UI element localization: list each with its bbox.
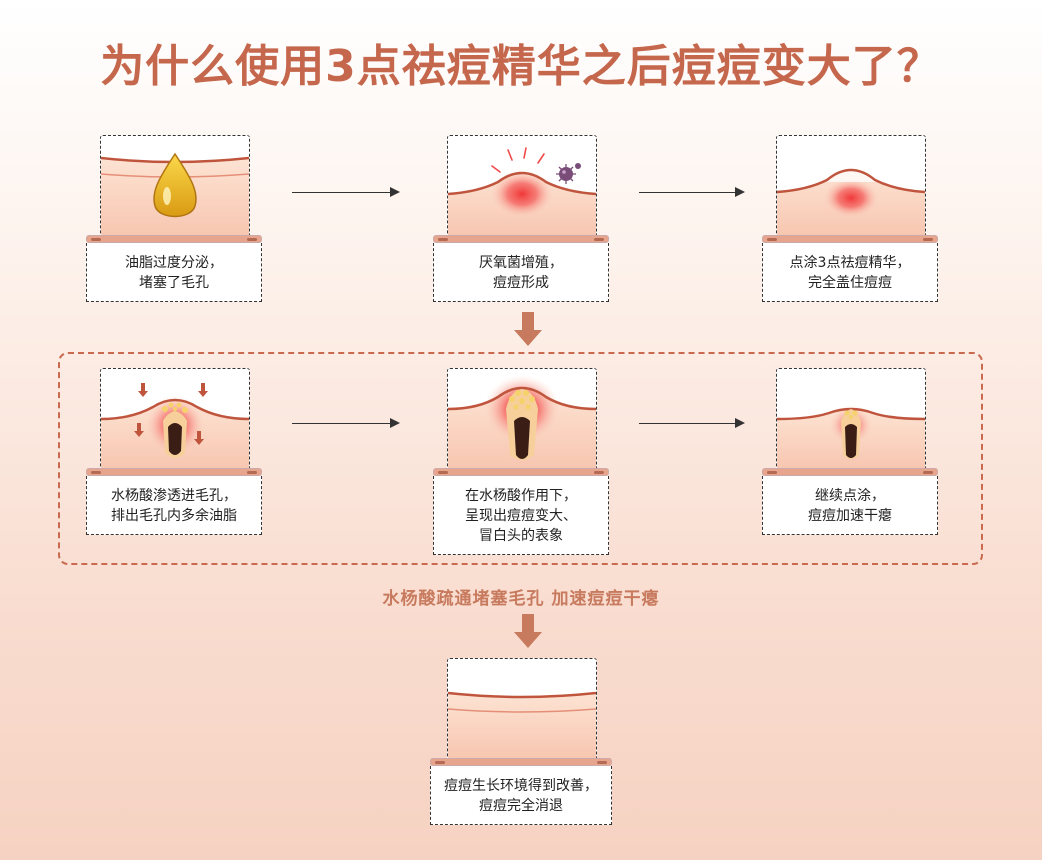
card-shelf bbox=[86, 235, 262, 243]
caption-line: 痘痘生长环境得到改善， bbox=[444, 778, 598, 794]
process-subtitle: 水杨酸疏通堵塞毛孔 加速痘痘干瘪 bbox=[382, 589, 660, 609]
caption-line: 排出毛孔内多余油脂 bbox=[111, 508, 237, 524]
flow-arrow-right bbox=[292, 187, 400, 197]
caption-line: 堵塞了毛孔 bbox=[139, 275, 209, 291]
card-shelf bbox=[762, 235, 938, 243]
down-arrow bbox=[514, 614, 542, 650]
caption-line: 厌氧菌增殖， bbox=[479, 255, 563, 271]
step-caption: 厌氧菌增殖， 痘痘形成 bbox=[433, 243, 609, 302]
drying-pimple-illustration bbox=[776, 368, 926, 470]
caption-line: 呈现出痘痘变大、 bbox=[465, 508, 577, 524]
oil-drop-illustration bbox=[100, 135, 250, 237]
caption-line: 冒白头的表象 bbox=[479, 528, 563, 544]
page-title: 为什么使用3点祛痘精华之后痘痘变大了？ bbox=[100, 41, 942, 92]
whitehead-illustration bbox=[447, 368, 597, 470]
flow-arrow-right bbox=[639, 418, 745, 428]
flow-arrow-right bbox=[292, 418, 400, 428]
step-caption: 水杨酸渗透进毛孔， 排出毛孔内多余油脂 bbox=[86, 476, 262, 535]
card-shelf bbox=[433, 468, 609, 476]
flow-arrow-right bbox=[639, 187, 745, 197]
step-caption: 油脂过度分泌， 堵塞了毛孔 bbox=[86, 243, 262, 302]
step-caption: 在水杨酸作用下， 呈现出痘痘变大、 冒白头的表象 bbox=[433, 476, 609, 555]
card-shelf bbox=[86, 468, 262, 476]
caption-line: 在水杨酸作用下， bbox=[465, 488, 577, 504]
salicylic-process-frame bbox=[58, 352, 983, 565]
card-shelf bbox=[762, 468, 938, 476]
down-arrow bbox=[514, 312, 542, 348]
caption-line: 油脂过度分泌， bbox=[125, 255, 223, 271]
covered-bump-illustration bbox=[776, 135, 926, 237]
step-caption: 继续点涂， 痘痘加速干瘪 bbox=[762, 476, 938, 535]
step-caption: 痘痘生长环境得到改善， 痘痘完全消退 bbox=[430, 766, 612, 825]
caption-line: 痘痘完全消退 bbox=[479, 798, 563, 814]
pore-drain-illustration bbox=[100, 368, 250, 470]
caption-line: 痘痘形成 bbox=[493, 275, 549, 291]
card-shelf bbox=[430, 758, 612, 766]
card-shelf bbox=[433, 235, 609, 243]
healthy-skin-illustration bbox=[447, 658, 597, 760]
caption-line: 完全盖住痘痘 bbox=[808, 275, 892, 291]
bacteria-bump-illustration bbox=[447, 135, 597, 237]
caption-line: 水杨酸渗透进毛孔， bbox=[111, 488, 237, 504]
step-caption: 点涂3点祛痘精华， 完全盖住痘痘 bbox=[762, 243, 938, 302]
caption-line: 点涂3点祛痘精华， bbox=[789, 255, 911, 271]
caption-line: 继续点涂， bbox=[815, 488, 885, 504]
caption-line: 痘痘加速干瘪 bbox=[808, 508, 892, 524]
